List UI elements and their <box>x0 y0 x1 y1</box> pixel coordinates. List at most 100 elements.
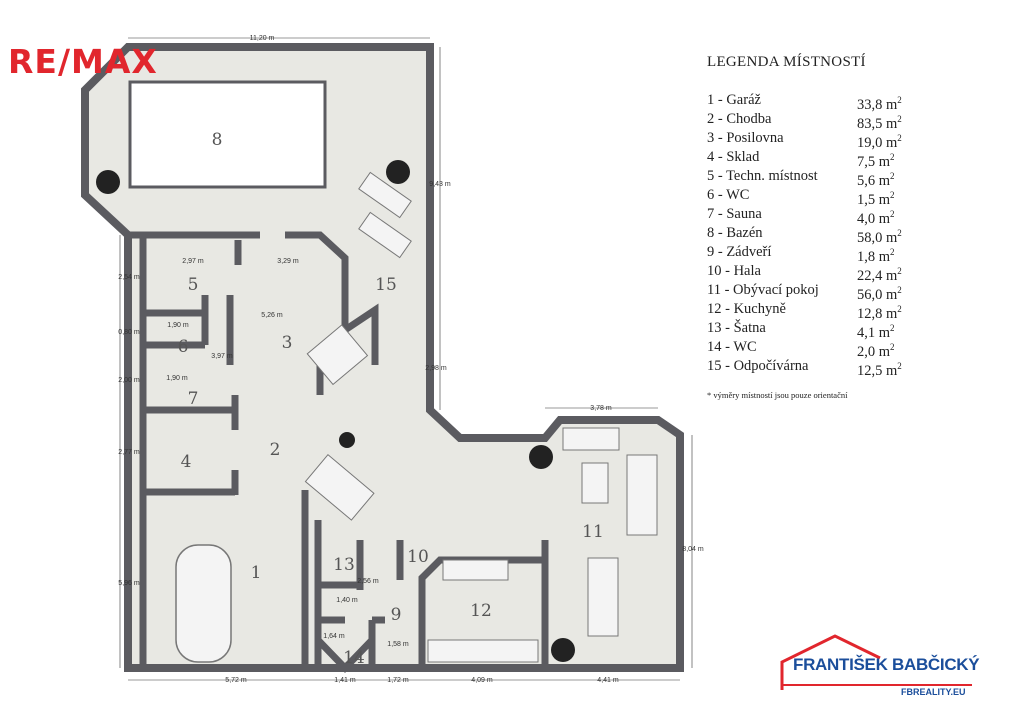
dimension-label: 1,90 m <box>166 375 188 382</box>
legend-area-unit: 2 <box>890 342 895 352</box>
legend-row: 2 - Chodba 83,5 m2 <box>707 110 902 132</box>
dimension-label: 3,97 m <box>211 353 233 360</box>
legend-room-area: 4,1 m2 <box>857 319 895 341</box>
room-number: 3 <box>282 333 293 353</box>
agent-logo-name: FRANTIŠEK BABČICKÝ <box>793 655 980 674</box>
sofa <box>562 427 620 451</box>
legend-room-name: 15 - Odpočívárna <box>707 358 809 374</box>
legend-room-area: 22,4 m2 <box>857 262 902 284</box>
legend-room-name: 5 - Techn. místnost <box>707 168 818 184</box>
stairs <box>304 453 375 521</box>
legend-area-unit: 2 <box>890 247 895 257</box>
legend-area-value: 12,5 m <box>857 362 898 379</box>
room-number: 10 <box>407 547 429 567</box>
legend-area-value: 83,5 m <box>857 115 898 132</box>
dimension-label: 3,29 m <box>277 258 299 265</box>
agent-logo: FRANTIŠEK BABČICKÝ FBREALITY.EU <box>775 633 995 713</box>
legend-area-unit: 2 <box>890 323 895 333</box>
plant-icon <box>386 160 410 184</box>
legend-room-area: 83,5 m2 <box>857 110 902 132</box>
legend-area-value: 19,0 m <box>857 134 898 151</box>
dimension-label: 1,40 m <box>336 597 358 604</box>
legend-area-unit: 2 <box>890 171 895 181</box>
legend-room-name: 4 - Sklad <box>707 149 760 165</box>
room-number: 9 <box>391 605 402 625</box>
legend-room-area: 1,8 m2 <box>857 243 895 265</box>
legend-note: * výměry místností jsou pouze orientační <box>707 390 848 400</box>
legend-room-area: 33,8 m2 <box>857 91 902 113</box>
room-number: 12 <box>470 601 492 621</box>
legend-room-area: 58,0 m2 <box>857 224 902 246</box>
legend-room-area: 12,8 m2 <box>857 300 902 322</box>
plant-icon <box>339 432 355 448</box>
dimension-label: 1,72 m <box>387 677 409 684</box>
legend-area-value: 4,1 m <box>857 324 891 341</box>
legend-room-area: 1,5 m2 <box>857 186 895 208</box>
dimension-label: 1,41 m <box>334 677 356 684</box>
agent-logo-roof <box>780 634 881 690</box>
dimension-label: 1,64 m <box>323 633 345 640</box>
coffee-table <box>581 462 609 504</box>
plant-icon <box>96 170 120 194</box>
room-number: 6 <box>178 337 189 357</box>
room-number: 7 <box>188 389 199 409</box>
legend-area-value: 1,8 m <box>857 248 891 265</box>
dimension-label: 11,20 m <box>250 35 275 42</box>
legend-room-area: 4,0 m2 <box>857 205 895 227</box>
dimension-label: 5,72 m <box>225 677 247 684</box>
legend-row: 13 - Šatna 4,1 m2 <box>707 319 902 341</box>
dimension-label: 9,43 m <box>429 181 451 188</box>
legend-room-name: 12 - Kuchyně <box>707 301 786 317</box>
sun-lounger <box>358 171 412 219</box>
dimension-label: 2,97 m <box>182 258 204 265</box>
dimension-label: 2,98 m <box>425 365 447 372</box>
legend-row: 14 - WC 2,0 m2 <box>707 338 902 360</box>
legend-area-unit: 2 <box>890 152 895 162</box>
legend-room-name: 2 - Chodba <box>707 111 772 127</box>
room-number: 11 <box>582 522 604 542</box>
legend-row: 8 - Bazén 58,0 m2 <box>707 224 902 246</box>
pool <box>128 80 327 189</box>
legend-room-area: 56,0 m2 <box>857 281 902 303</box>
kitchen-counter <box>427 639 539 663</box>
legend-room-area: 2,0 m2 <box>857 338 895 360</box>
plant-icon <box>551 638 575 662</box>
legend-area-value: 7,5 m <box>857 153 891 170</box>
dimension-label: 2,77 m <box>118 449 140 456</box>
legend-room-name: 13 - Šatna <box>707 320 766 336</box>
legend-area-value: 5,6 m <box>857 172 891 189</box>
legend-area-value: 33,8 m <box>857 96 898 113</box>
legend-area-unit: 2 <box>897 114 902 124</box>
plant-icon <box>529 445 553 469</box>
legend-room-name: 8 - Bazén <box>707 225 763 241</box>
car <box>175 544 232 663</box>
dining-table <box>587 557 619 637</box>
room-number: 15 <box>375 275 397 295</box>
legend-room-area: 19,0 m2 <box>857 129 902 151</box>
kitchen-counter <box>442 559 509 581</box>
room-number: 2 <box>270 440 281 460</box>
dimension-label: 5,96 m <box>118 580 140 587</box>
legend-area-unit: 2 <box>890 209 895 219</box>
legend-row: 12 - Kuchyně 12,8 m2 <box>707 300 902 322</box>
legend-room-name: 9 - Zádveří <box>707 244 772 260</box>
floor-area <box>81 43 684 672</box>
dimension-label: 1,58 m <box>387 641 409 648</box>
room-number: 4 <box>181 452 192 472</box>
legend-area-value: 58,0 m <box>857 229 898 246</box>
dimension-label: 2,54 m <box>118 274 140 281</box>
legend-room-area: 5,6 m2 <box>857 167 895 189</box>
legend-room-area: 7,5 m2 <box>857 148 895 170</box>
legend-row: 9 - Zádveří 1,8 m2 <box>707 243 902 265</box>
dimension-label: 8,04 m <box>682 546 704 553</box>
dimension-label: 4,09 m <box>471 677 493 684</box>
room-number: 5 <box>188 275 199 295</box>
legend-room-name: 10 - Hala <box>707 263 761 279</box>
legend-room-name: 14 - WC <box>707 339 757 355</box>
